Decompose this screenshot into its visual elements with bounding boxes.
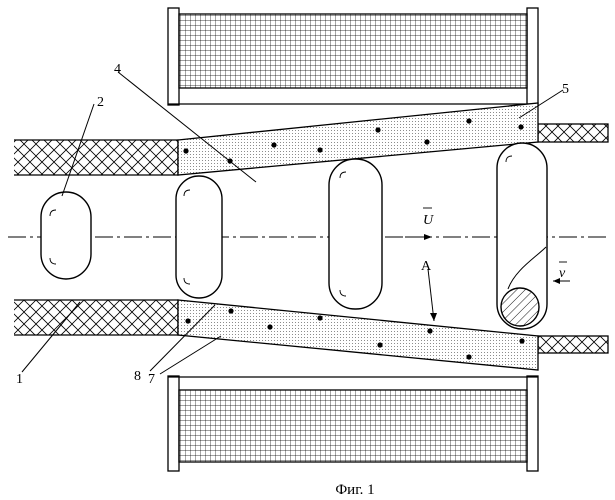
label-8: 8 bbox=[134, 369, 141, 384]
leader-arrowhead-a bbox=[430, 313, 437, 321]
coil-bottom bbox=[168, 376, 538, 471]
label-5: 5 bbox=[562, 82, 569, 97]
label-4: 4 bbox=[114, 62, 121, 77]
label-1: 1 bbox=[16, 372, 23, 387]
figure-caption: Фиг. 1 bbox=[335, 482, 374, 498]
label-2: 2 bbox=[97, 95, 104, 110]
label-u: U bbox=[423, 213, 434, 228]
coil-top bbox=[168, 8, 538, 105]
rotation-arrows bbox=[50, 156, 512, 296]
label-7: 7 bbox=[148, 372, 155, 387]
particle-hatched bbox=[501, 288, 539, 326]
label-a: A bbox=[421, 259, 432, 274]
outlet-pipe bbox=[538, 124, 608, 353]
label-v: v bbox=[559, 266, 566, 281]
